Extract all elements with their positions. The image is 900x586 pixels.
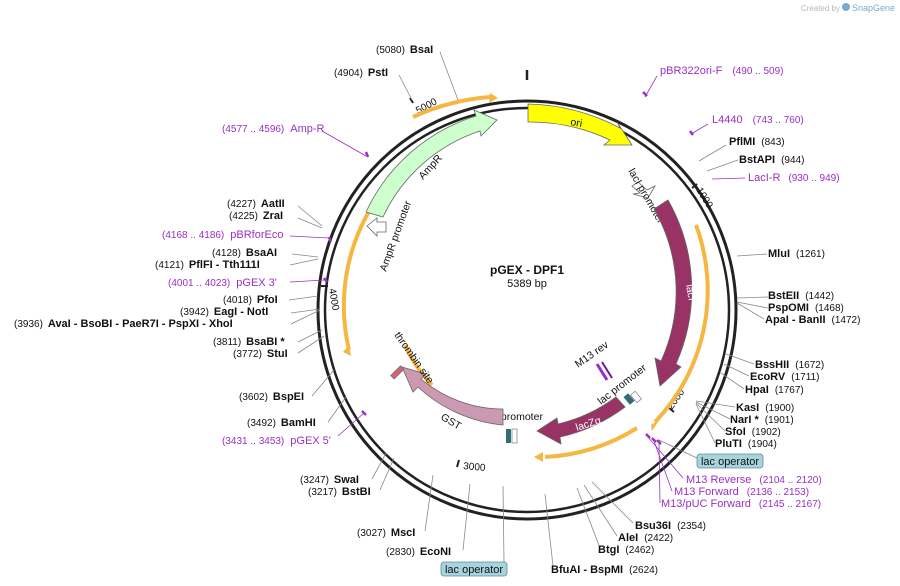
site-alei[interactable]: AleI(2422) bbox=[618, 532, 673, 544]
site-econi[interactable]: (2830)EcoNI bbox=[386, 546, 451, 558]
primer-leaders bbox=[289, 75, 746, 504]
site-pspomi[interactable]: PspOMI(1468) bbox=[768, 302, 844, 314]
site-pflmi[interactable]: PflMI(843) bbox=[729, 136, 785, 148]
site-bsteii[interactable]: BstEII(1442) bbox=[768, 290, 834, 302]
site-btgi[interactable]: BtgI(2462) bbox=[598, 544, 654, 556]
site-psti[interactable]: (4904)PstI bbox=[334, 67, 388, 79]
primer-pbrforeco[interactable]: (4168 .. 4186)pBRforEco bbox=[162, 229, 283, 241]
site-ecorv[interactable]: EcoRV(1711) bbox=[750, 371, 819, 383]
primer-pbr322ori-f[interactable]: pBR322ori-F(490 .. 509) bbox=[660, 65, 784, 77]
site-leaders bbox=[288, 51, 769, 567]
site-pluti[interactable]: PluTI(1904) bbox=[715, 438, 777, 450]
site-bamhi[interactable]: (3492)BamHI bbox=[247, 417, 316, 429]
site-bspei[interactable]: (3602)BspEI bbox=[239, 391, 304, 403]
primer-m13-puc-forward[interactable]: M13/pUC Forward(2145 .. 2167) bbox=[661, 498, 821, 510]
thrombin-site-mark bbox=[390, 365, 405, 380]
site-aatii[interactable]: (4227)AatII bbox=[227, 198, 285, 210]
credit-brand: SnapGene bbox=[852, 3, 895, 13]
site-bsaai[interactable]: (4128)BsaAI bbox=[212, 247, 277, 259]
backbone-outer bbox=[316, 99, 738, 521]
primer-m13-reverse[interactable]: M13 Reverse(2104 .. 2120) bbox=[686, 474, 822, 486]
site-msci[interactable]: (3027)MscI bbox=[357, 527, 415, 539]
laci-feature[interactable] bbox=[653, 199, 693, 387]
orf-arrowheads bbox=[343, 93, 660, 462]
site-avai[interactable]: (3936)AvaI - BsoBI - PaeR7I - PspXI - Xh… bbox=[14, 318, 233, 330]
ampr-promoter-arrow bbox=[366, 217, 387, 237]
primer-amp-r[interactable]: (4577 .. 4596)Amp-R bbox=[222, 123, 325, 135]
site-bsu36i[interactable]: Bsu36I(2354) bbox=[635, 520, 706, 532]
site-bsabi[interactable]: (3811)BsaBI * bbox=[213, 336, 285, 348]
site-bfuai[interactable]: BfuAI - BspMI(2624) bbox=[551, 564, 658, 576]
ori-label: ori bbox=[569, 116, 583, 130]
lac-operator-badge-bottom[interactable]: lac operator bbox=[440, 561, 508, 577]
laci-promoter-arrow bbox=[631, 181, 657, 199]
site-bstapi[interactable]: BstAPI(944) bbox=[739, 154, 804, 166]
site-stui[interactable]: (3772)StuI bbox=[233, 348, 288, 360]
lac-promoter-label: lac promoter bbox=[595, 362, 649, 408]
site-hpai[interactable]: HpaI(1767) bbox=[745, 384, 804, 396]
m13-rev-label: M13 rev bbox=[573, 338, 612, 370]
lac-operator-right-label: lac operator bbox=[701, 456, 759, 468]
backbone-inner bbox=[323, 106, 731, 514]
snapgene-logo-icon bbox=[842, 3, 850, 11]
lac-operator-badge-right[interactable]: lac operator bbox=[696, 453, 764, 469]
credit-prefix: Created by bbox=[801, 4, 840, 13]
ori-feature[interactable] bbox=[527, 103, 633, 146]
primer-pgex5[interactable]: (3431 .. 3453)pGEX 5' bbox=[222, 435, 331, 447]
gst-feature[interactable] bbox=[401, 366, 504, 426]
site-pfoi[interactable]: (4018)PfoI bbox=[223, 294, 278, 306]
primer-l4440[interactable]: L4440(743 .. 760) bbox=[712, 114, 804, 126]
laci-label: lacI bbox=[683, 283, 698, 301]
ampr-feature[interactable] bbox=[365, 109, 498, 218]
primer-marks bbox=[323, 91, 694, 445]
site-apai[interactable]: ApaI - BanII(1472) bbox=[765, 314, 860, 326]
site-pflfi[interactable]: (4121)PflFI - Tth111I bbox=[155, 259, 260, 271]
lac-operator-marks bbox=[623, 390, 642, 405]
lacza-feature[interactable] bbox=[536, 396, 626, 445]
m13-rev-marks bbox=[595, 361, 613, 381]
lac-operator-bottom-label: lac operator bbox=[445, 564, 503, 576]
tick-3000: 3000 bbox=[463, 461, 487, 474]
site-eagi[interactable]: (3942)EagI - NotI bbox=[180, 306, 268, 318]
site-bsai[interactable]: (5080)BsaI bbox=[376, 44, 433, 56]
plasmid-length: 5389 bp bbox=[507, 278, 547, 290]
site-mlui[interactable]: MluI(1261) bbox=[768, 248, 825, 260]
site-sfoi[interactable]: SfoI(1902) bbox=[725, 426, 781, 438]
site-nari[interactable]: NarI *(1901) bbox=[730, 414, 794, 426]
tac-promoter-marks bbox=[506, 428, 518, 444]
plasmid-name: pGEX - DPF1 bbox=[490, 263, 564, 277]
tick-4000: 4000 bbox=[326, 288, 341, 312]
site-bstbi[interactable]: (3217)BstBI bbox=[308, 486, 371, 498]
scale-ticks bbox=[321, 97, 698, 468]
primer-laci-r[interactable]: LacI-R(930 .. 949) bbox=[748, 172, 840, 184]
site-kasi[interactable]: KasI(1900) bbox=[736, 402, 794, 414]
site-zrai[interactable]: (4225)ZraI bbox=[229, 210, 283, 222]
site-bsshii[interactable]: BssHII(1672) bbox=[755, 359, 824, 371]
primer-pgex3[interactable]: (4001 .. 4023)pGEX 3' bbox=[168, 277, 277, 289]
site-swai[interactable]: (3247)SwaI bbox=[300, 474, 359, 486]
primer-m13-forward[interactable]: M13 Forward(2136 .. 2153) bbox=[674, 486, 809, 498]
